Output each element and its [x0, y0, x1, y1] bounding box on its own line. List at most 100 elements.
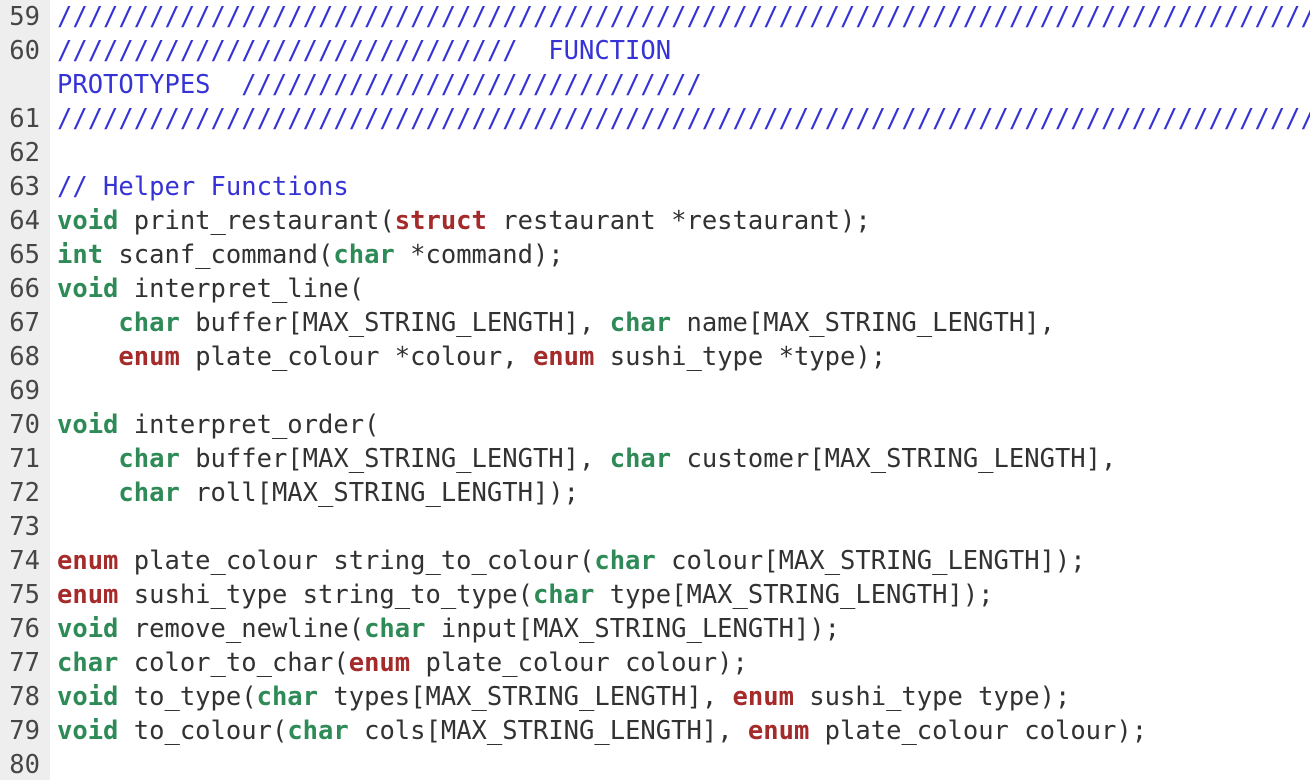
line-number: 73 — [0, 510, 50, 544]
code-line[interactable]: ////////////////////////////////////////… — [50, 0, 1310, 34]
line-number: 60 — [0, 34, 50, 68]
code-line[interactable]: // Helper Functions — [50, 170, 1310, 204]
line-number: 80 — [0, 748, 50, 780]
code-line-row: 59//////////////////////////////////////… — [0, 0, 1310, 34]
code-segment-plain: buffer[MAX_STRING_LENGTH], — [179, 444, 610, 474]
code-segment-plain: interpret_order( — [118, 410, 380, 440]
code-segment-plain: *command); — [394, 240, 564, 270]
code-segment-plain: plate_colour *colour, — [179, 342, 533, 372]
code-segment-plain: customer[MAX_STRING_LENGTH], — [671, 444, 1117, 474]
code-segment-plain: roll[MAX_STRING_LENGTH]); — [179, 478, 580, 508]
code-line-row: 80 — [0, 748, 1310, 780]
code-segment-plain: buffer[MAX_STRING_LENGTH], — [179, 308, 610, 338]
code-segment-type: char — [118, 444, 180, 474]
code-line[interactable] — [50, 748, 1310, 780]
code-line[interactable]: enum plate_colour *colour, enum sushi_ty… — [50, 340, 1310, 374]
code-line[interactable]: PROTOTYPES /////////////////////////////… — [50, 68, 1310, 102]
code-line[interactable]: void interpret_line( — [50, 272, 1310, 306]
code-line-row: 73 — [0, 510, 1310, 544]
code-segment-plain: input[MAX_STRING_LENGTH]); — [425, 614, 840, 644]
code-line[interactable]: void to_colour(char cols[MAX_STRING_LENG… — [50, 714, 1310, 748]
code-line[interactable] — [50, 374, 1310, 408]
code-line-row: 67 char buffer[MAX_STRING_LENGTH], char … — [0, 306, 1310, 340]
code-line-row: 69 — [0, 374, 1310, 408]
line-number: 79 — [0, 714, 50, 748]
line-number: 65 — [0, 238, 50, 272]
code-segment-type: char — [256, 682, 319, 712]
code-segment-type: char — [118, 478, 180, 508]
code-segment-keyword: enum — [118, 342, 180, 372]
code-line[interactable]: char color_to_char(enum plate_colour col… — [50, 646, 1310, 680]
code-line[interactable]: enum sushi_type string_to_type(char type… — [50, 578, 1310, 612]
code-segment-keyword: enum — [732, 682, 794, 712]
line-number: 71 — [0, 442, 50, 476]
line-number: 78 — [0, 680, 50, 714]
code-segment-type: char — [532, 580, 595, 610]
line-number: 76 — [0, 612, 50, 646]
code-line-wrap-row: PROTOTYPES /////////////////////////////… — [0, 68, 1310, 102]
code-line[interactable]: int scanf_command(char *command); — [50, 238, 1310, 272]
line-number: 66 — [0, 272, 50, 306]
code-segment-type: void — [57, 716, 119, 746]
code-line[interactable]: ////////////////////////////// FUNCTION — [50, 34, 1310, 68]
code-segment-keyword: struct — [394, 206, 487, 236]
code-line-row: 68 enum plate_colour *colour, enum sushi… — [0, 340, 1310, 374]
code-segment-plain: sushi_type *type); — [594, 342, 887, 372]
code-line[interactable]: char roll[MAX_STRING_LENGTH]); — [50, 476, 1310, 510]
code-line[interactable] — [50, 136, 1310, 170]
code-segment-plain: color_to_char( — [118, 648, 349, 678]
code-segment-plain: sushi_type string_to_type( — [118, 580, 533, 610]
code-segment-plain — [57, 308, 118, 338]
code-segment-type: char — [333, 240, 395, 270]
code-line-row: 72 char roll[MAX_STRING_LENGTH]); — [0, 476, 1310, 510]
code-segment-keyword: enum — [57, 546, 119, 576]
code-line-row: 63// Helper Functions — [0, 170, 1310, 204]
code-line-row: 60////////////////////////////// FUNCTIO… — [0, 34, 1310, 68]
code-segment-plain: restaurant *restaurant); — [486, 206, 871, 236]
code-line-row: 71 char buffer[MAX_STRING_LENGTH], char … — [0, 442, 1310, 476]
code-segment-comment: PROTOTYPES /////////////////////////////… — [57, 70, 702, 100]
code-segment-type: int — [57, 240, 104, 270]
code-segment-type: char — [118, 308, 180, 338]
line-number: 68 — [0, 340, 50, 374]
code-line[interactable]: void print_restaurant(struct restaurant … — [50, 204, 1310, 238]
code-segment-plain: print_restaurant( — [118, 206, 395, 236]
code-line[interactable]: void to_type(char types[MAX_STRING_LENGT… — [50, 680, 1310, 714]
code-segment-keyword: enum — [747, 716, 810, 746]
code-segment-plain: types[MAX_STRING_LENGTH], — [318, 682, 733, 712]
code-segment-plain — [57, 342, 118, 372]
code-line[interactable]: void interpret_order( — [50, 408, 1310, 442]
code-line[interactable] — [50, 510, 1310, 544]
code-segment-type: char — [287, 716, 349, 746]
code-segment-plain: to_type( — [118, 682, 257, 712]
code-line[interactable]: ////////////////////////////////////////… — [50, 102, 1310, 136]
code-segment-plain: plate_colour colour); — [410, 648, 748, 678]
code-line[interactable]: enum plate_colour string_to_colour(char … — [50, 544, 1310, 578]
code-line-row: 62 — [0, 136, 1310, 170]
code-segment-type: char — [609, 308, 672, 338]
line-number: 62 — [0, 136, 50, 170]
code-segment-plain: sushi_type type); — [793, 682, 1071, 712]
code-segment-comment: // Helper Functions — [57, 172, 349, 202]
line-number: 67 — [0, 306, 50, 340]
code-segment-type: void — [57, 410, 119, 440]
code-segment-plain: name[MAX_STRING_LENGTH], — [671, 308, 1055, 338]
line-number — [0, 68, 50, 102]
code-line[interactable]: void remove_newline(char input[MAX_STRIN… — [50, 612, 1310, 646]
code-segment-type: void — [57, 614, 119, 644]
line-number: 72 — [0, 476, 50, 510]
code-segment-comment: ////////////////////////////////////////… — [57, 2, 1310, 32]
code-segment-plain: interpret_line( — [118, 274, 365, 304]
line-number: 63 — [0, 170, 50, 204]
line-number: 59 — [0, 0, 50, 34]
code-line[interactable]: char buffer[MAX_STRING_LENGTH], char nam… — [50, 306, 1310, 340]
code-line[interactable]: char buffer[MAX_STRING_LENGTH], char cus… — [50, 442, 1310, 476]
